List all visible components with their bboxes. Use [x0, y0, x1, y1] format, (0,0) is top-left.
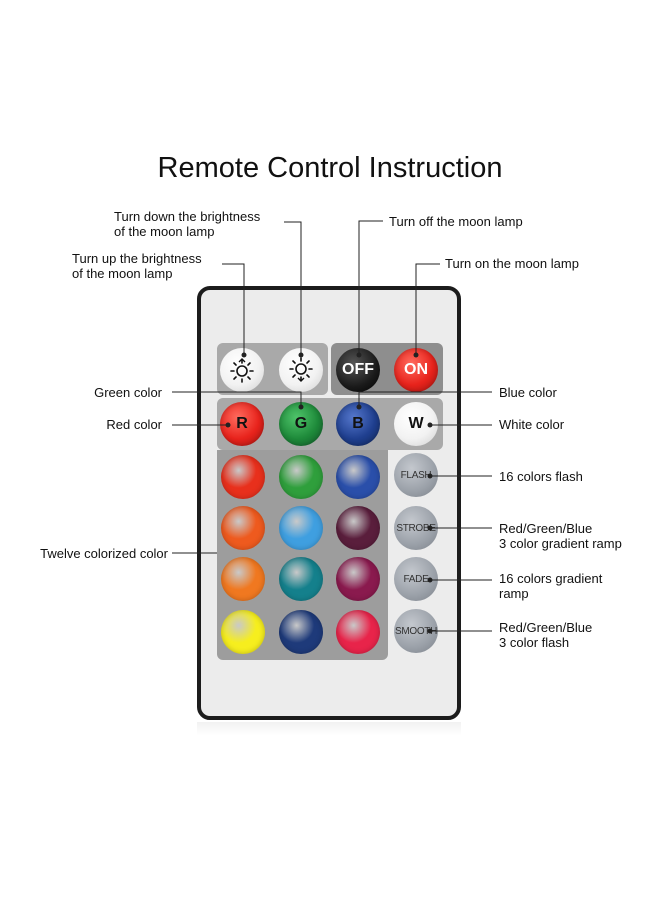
brightness-up-button[interactable]: [220, 348, 264, 392]
label-red: Red color: [106, 417, 162, 432]
sun-up-icon: [230, 358, 254, 383]
off-button[interactable]: OFF: [336, 348, 380, 392]
label-fade: 16 colors gradient ramp: [499, 571, 603, 601]
label-on: Turn on the moon lamp: [445, 256, 579, 271]
color-button-6[interactable]: [336, 506, 380, 550]
color-button-8[interactable]: [279, 557, 323, 601]
label-brightness-down: Turn down the brightness of the moon lam…: [114, 209, 261, 239]
label-flash: 16 colors flash: [499, 469, 583, 484]
label-strobe: Red/Green/Blue 3 color gradient ramp: [499, 521, 622, 551]
color-button-9[interactable]: [336, 557, 380, 601]
color-button-1[interactable]: [221, 455, 265, 499]
sun-down-icon: [289, 357, 313, 382]
white-button[interactable]: W: [394, 402, 438, 446]
white-button-label: W: [408, 415, 424, 432]
red-button-label: R: [236, 415, 248, 432]
label-twelve: Twelve colorized color: [40, 546, 168, 561]
green-button-label: G: [294, 415, 308, 432]
flash-button-label: FLASH: [400, 469, 432, 481]
smooth-button-label: SMOOTH: [394, 625, 438, 637]
page-title: Remote Control Instruction: [157, 152, 503, 184]
off-button-label: OFF: [342, 361, 374, 378]
color-button-7[interactable]: [221, 557, 265, 601]
label-brightness-up: Turn up the brightness of the moon lamp: [72, 251, 202, 281]
label-blue: Blue color: [499, 385, 557, 400]
label-white: White color: [499, 417, 565, 432]
green-button[interactable]: G: [279, 402, 323, 446]
on-button-label: ON: [404, 361, 428, 378]
color-button-3[interactable]: [336, 455, 380, 499]
color-button-2[interactable]: [279, 455, 323, 499]
fade-button-label: FADE: [403, 573, 429, 585]
remote-shadow: [197, 722, 461, 736]
blue-button[interactable]: B: [336, 402, 380, 446]
label-green: Green color: [94, 385, 162, 400]
color-button-11[interactable]: [279, 610, 323, 654]
label-smooth: Red/Green/Blue 3 color flash: [499, 620, 593, 650]
strobe-button-label: STROBE: [396, 522, 436, 534]
color-button-5[interactable]: [279, 506, 323, 550]
blue-button-label: B: [352, 415, 364, 432]
color-button-12[interactable]: [336, 610, 380, 654]
label-off: Turn off the moon lamp: [389, 214, 523, 229]
color-button-10[interactable]: [221, 610, 265, 654]
color-button-4[interactable]: [221, 506, 265, 550]
